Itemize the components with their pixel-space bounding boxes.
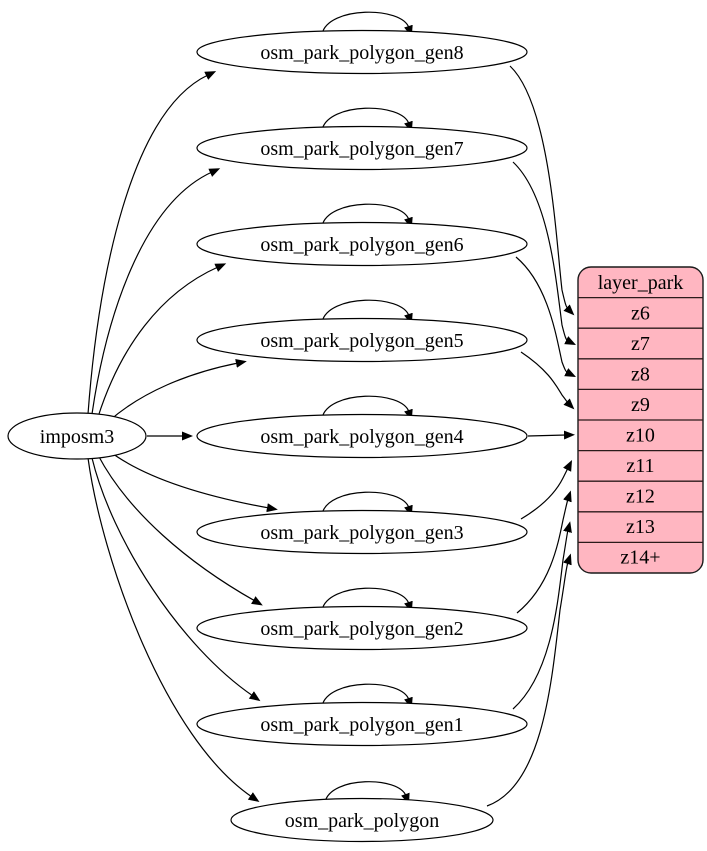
polygon-ellipse bbox=[230, 797, 494, 843]
edge-selfloop-gen7 bbox=[321, 107, 413, 133]
edge-selfloop-gen8 bbox=[321, 11, 413, 37]
edge-selfloop-gen3 bbox=[321, 491, 413, 517]
edge-selfloop-polygon bbox=[324, 781, 410, 805]
edge-selfloop-gen4 bbox=[321, 395, 413, 421]
edge-gen8-z6 bbox=[509, 65, 575, 316]
gen1-ellipse bbox=[196, 701, 528, 747]
gen7-label: osm_park_polygon_gen7 bbox=[260, 138, 463, 160]
edge-selfloop-gen1 bbox=[321, 683, 413, 709]
edge-gen4-z10 bbox=[527, 430, 575, 440]
edge-selfloop-gen2 bbox=[321, 587, 413, 613]
edge-gen7-z7 bbox=[512, 161, 577, 346]
edge-imposm3-gen2 bbox=[97, 454, 263, 606]
node-osm-park-polygon-gen4: osm_park_polygon_gen4 bbox=[196, 413, 528, 459]
edge-imposm3-gen3 bbox=[108, 450, 278, 513]
edge-imposm3-gen1 bbox=[91, 457, 261, 702]
gen3-ellipse bbox=[196, 509, 528, 555]
node-osm-park-polygon-gen8: osm_park_polygon_gen8 bbox=[196, 29, 528, 75]
gen7-ellipse bbox=[196, 125, 528, 171]
gen2-ellipse bbox=[196, 605, 528, 651]
imposm3-label: imposm3 bbox=[40, 426, 114, 448]
edge-imposm3-gen8 bbox=[87, 71, 217, 415]
node-imposm3: imposm3 bbox=[7, 412, 147, 460]
gen2-label: osm_park_polygon_gen2 bbox=[260, 618, 463, 640]
edge-gen2-z12 bbox=[516, 490, 572, 614]
edge-selfloop-gen6 bbox=[321, 203, 413, 229]
gen1-label: osm_park_polygon_gen1 bbox=[260, 714, 463, 736]
edge-gen5-z9 bbox=[520, 351, 575, 410]
layer-park-row-z6: z6 bbox=[631, 303, 650, 325]
node-osm-park-polygon: osm_park_polygon bbox=[230, 797, 494, 843]
edge-gen3-z11 bbox=[520, 459, 573, 520]
layer-park-row-z12: z12 bbox=[626, 486, 655, 508]
node-osm-park-polygon-gen5: osm_park_polygon_gen5 bbox=[196, 317, 528, 363]
node-layer-park-table: layer_park z6 z7 z8 z9 z10 z11 z12 z13 z… bbox=[577, 266, 704, 574]
gen8-label: osm_park_polygon_gen8 bbox=[260, 42, 463, 64]
node-osm-park-polygon-gen1: osm_park_polygon_gen1 bbox=[196, 701, 528, 747]
imposm3-ellipse bbox=[7, 412, 147, 460]
edge-gen1-z13 bbox=[512, 521, 572, 710]
layer-park-row-z13: z13 bbox=[626, 516, 655, 538]
edge-polygon-z14 bbox=[486, 553, 572, 807]
gen5-ellipse bbox=[196, 317, 528, 363]
gen4-label: osm_park_polygon_gen4 bbox=[260, 426, 463, 448]
layer-park-row-z14: z14+ bbox=[620, 547, 660, 569]
layer-park-header: layer_park bbox=[598, 272, 684, 294]
edge-group bbox=[87, 11, 577, 807]
layer-park-row-z10: z10 bbox=[626, 425, 655, 447]
polygon-label: osm_park_polygon bbox=[285, 810, 439, 832]
edge-imposm3-gen6 bbox=[97, 263, 227, 418]
layer-park-row-z8: z8 bbox=[631, 364, 650, 386]
node-osm-park-polygon-gen6: osm_park_polygon_gen6 bbox=[196, 221, 528, 267]
edge-imposm3-gen5 bbox=[108, 358, 247, 422]
gen4-ellipse bbox=[196, 413, 528, 459]
gen5-label: osm_park_polygon_gen5 bbox=[260, 330, 463, 352]
gen8-ellipse bbox=[196, 29, 528, 75]
layer-park-row-z7: z7 bbox=[631, 333, 650, 355]
edge-selfloop-gen5 bbox=[321, 299, 413, 325]
node-osm-park-polygon-gen7: osm_park_polygon_gen7 bbox=[196, 125, 528, 171]
edge-imposm3-gen7 bbox=[91, 168, 221, 415]
node-osm-park-polygon-gen2: osm_park_polygon_gen2 bbox=[196, 605, 528, 651]
gen6-label: osm_park_polygon_gen6 bbox=[260, 234, 463, 256]
layer-park-row-z9: z9 bbox=[631, 394, 650, 416]
gen6-ellipse bbox=[196, 221, 528, 267]
layer-park-row-z11: z11 bbox=[626, 455, 654, 477]
node-osm-park-polygon-gen3: osm_park_polygon_gen3 bbox=[196, 509, 528, 555]
gen3-label: osm_park_polygon_gen3 bbox=[260, 522, 463, 544]
edge-gen6-z8 bbox=[515, 256, 577, 378]
edge-imposm3-polygon bbox=[87, 457, 260, 803]
